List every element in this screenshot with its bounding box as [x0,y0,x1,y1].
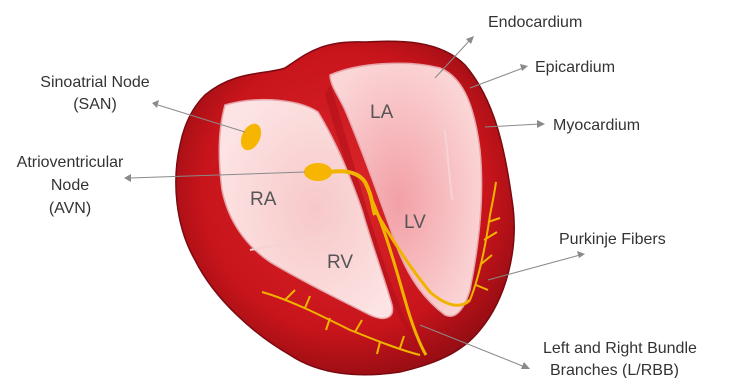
label-purkinje: Purkinje Fibers [559,231,666,248]
chamber-label-ra: RA [250,189,277,210]
pointer-epicardium [470,64,528,88]
label-epicardium: Epicardium [535,59,615,76]
label-avn-line2: Node [51,177,89,194]
label-bundle-line1: Left and Right Bundle [543,340,697,357]
label-myocardium: Myocardium [553,117,640,134]
label-san-line2: (SAN) [73,96,117,113]
label-avn-line3: (AVN) [49,200,91,217]
atrioventricular-node [304,163,332,181]
label-bundle-line2: Branches (L/RBB) [550,362,679,378]
label-san-line1: Sinoatrial Node [40,74,150,91]
label-endocardium: Endocardium [488,14,582,31]
chamber-label-la: LA [370,102,394,123]
chamber-label-lv: LV [404,212,426,233]
chamber-label-rv: RV [327,252,353,273]
label-avn-line1: Atrioventricular [17,154,124,171]
